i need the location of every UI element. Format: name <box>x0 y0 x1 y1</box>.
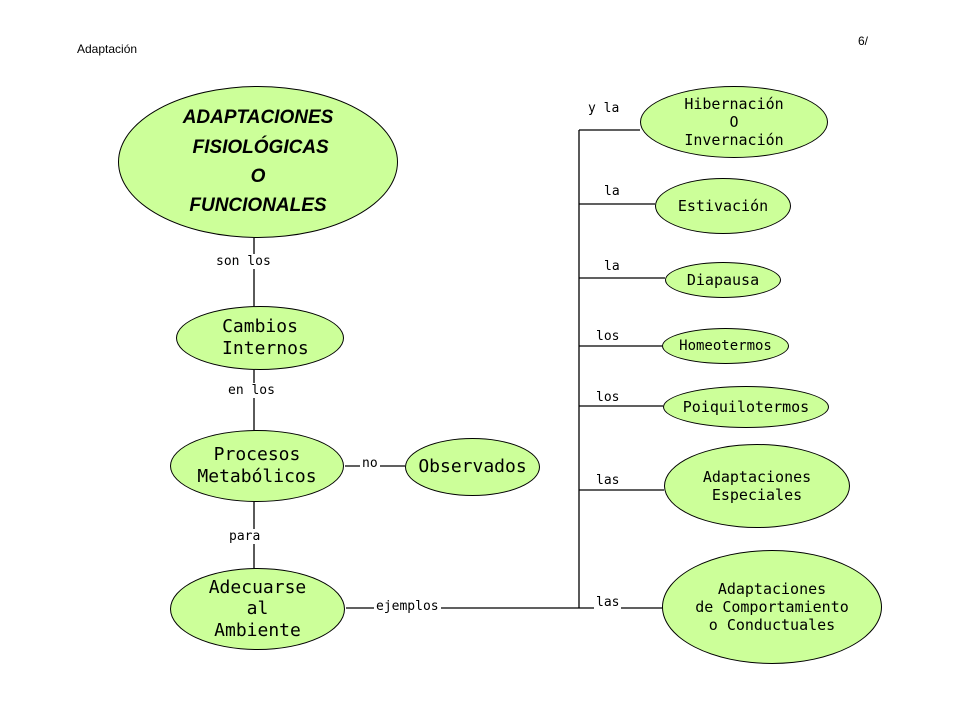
node-text: Diapausa <box>686 271 760 289</box>
node-estivacion: Estivación <box>655 178 791 234</box>
node-text: Adecuarse <box>208 576 307 598</box>
node-adaptaciones-comportamiento: Adaptaciones de Comportamiento o Conduct… <box>662 550 882 664</box>
node-observados: Observados <box>405 438 540 496</box>
node-diapausa: Diapausa <box>665 262 781 298</box>
label-no: no <box>360 456 380 471</box>
label-en-los: en los <box>226 383 277 398</box>
node-text: Poiquilotermos <box>682 398 810 416</box>
label-las-especiales: las <box>594 473 622 488</box>
node-text: Hibernación <box>684 95 784 113</box>
label-la-estivacion: la <box>602 184 622 199</box>
node-text: de Comportamiento <box>695 598 849 616</box>
node-text: FUNCIONALES <box>189 195 327 217</box>
page-number: 6/ <box>858 34 869 48</box>
node-text: Especiales <box>711 486 803 504</box>
label-son-los: son los <box>214 254 273 269</box>
node-text: Observados <box>418 456 527 478</box>
node-hibernacion: Hibernación O Invernación <box>640 86 828 158</box>
node-text: ADAPTACIONES <box>182 107 334 129</box>
node-text: O <box>729 113 739 131</box>
node-text: Procesos <box>213 444 301 466</box>
node-text: Ambiente <box>214 619 301 641</box>
label-las-comportamiento: las <box>594 595 622 610</box>
label-y-la: y la <box>586 101 622 116</box>
node-text: Adaptaciones <box>717 580 827 598</box>
label-los-homeotermos: los <box>594 329 622 344</box>
node-text: Invernación <box>684 131 784 149</box>
node-text: O <box>250 166 266 187</box>
node-procesos-metabolicos: Procesos Metabólicos <box>170 430 344 502</box>
label-ejemplos: ejemplos <box>374 599 441 614</box>
node-adaptaciones-especiales: Adaptaciones Especiales <box>664 444 850 528</box>
node-adaptaciones-fisiologicas: ADAPTACIONES FISIOLÓGICAS O FUNCIONALES <box>118 86 398 238</box>
label-para: para <box>227 529 263 544</box>
label-los-poiquilotermos: los <box>594 390 622 405</box>
node-cambios-internos: Cambios Internos <box>176 306 344 370</box>
node-text: Homeotermos <box>679 337 772 354</box>
node-poiquilotermos: Poiquilotermos <box>663 386 829 428</box>
label-la-diapausa: la <box>602 259 622 274</box>
node-text: FISIOLÓGICAS <box>187 136 329 158</box>
node-text: o Conductuales <box>708 616 836 634</box>
node-homeotermos: Homeotermos <box>662 328 789 364</box>
document-title: Adaptación <box>77 42 138 56</box>
node-text: Adaptaciones <box>702 468 812 486</box>
node-text: Metabólicos <box>197 466 317 487</box>
node-text: Estivación <box>677 197 769 215</box>
node-adecuarse-al-ambiente: Adecuarse al Ambiente <box>170 568 345 650</box>
node-text: Cambios <box>222 316 298 338</box>
node-text: Internos <box>211 338 309 359</box>
node-text: al <box>246 598 269 620</box>
